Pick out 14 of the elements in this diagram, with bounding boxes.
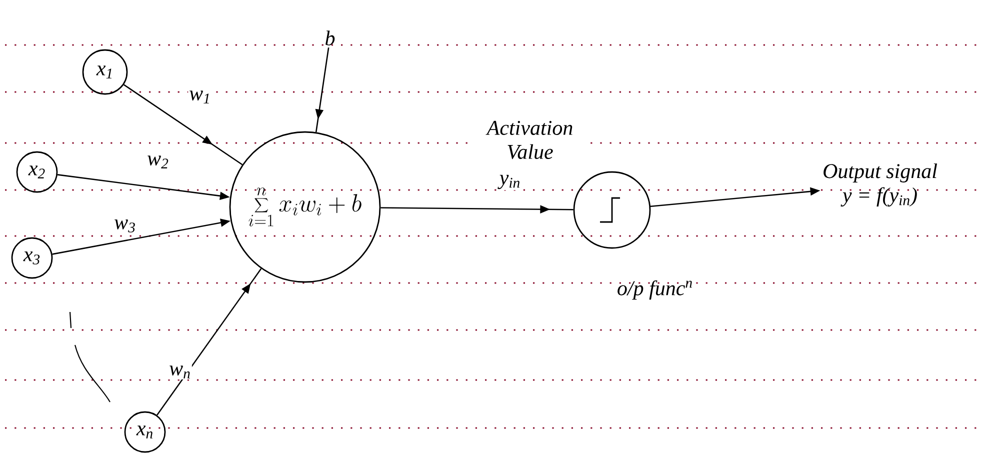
- edge-label: y$_{in}$: [498, 174, 522, 190]
- arrow: [380, 205, 574, 214]
- annotation-text: Activation Value: [474, 120, 586, 160]
- edge-label: w$_{1}$: [188, 90, 212, 104]
- arrow: [156, 268, 262, 416]
- bias-label: b: [326, 30, 335, 46]
- output-text: Output signal y = f(y$_{in}$): [824, 163, 937, 207]
- edge-label: w$_{2}$: [146, 154, 170, 170]
- function-label: o/p func$^{n}$: [618, 280, 692, 300]
- step-function-circle: [573, 171, 651, 249]
- edge-label: w$_{n}$: [168, 364, 192, 380]
- arrow: [123, 84, 243, 166]
- edge-label: w$_{3}$: [113, 218, 137, 234]
- arrow: [315, 47, 330, 132]
